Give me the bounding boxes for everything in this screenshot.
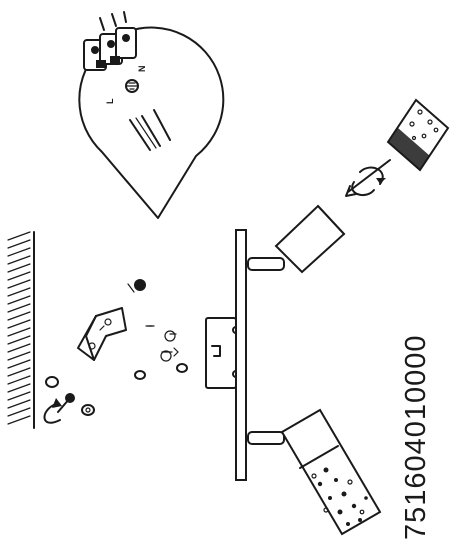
terminal-label-neutral: N <box>137 66 147 73</box>
spotlight-top <box>247 204 346 274</box>
wall-hatching <box>7 231 35 429</box>
wall-plugs-and-screws <box>43 279 188 424</box>
base-bar <box>235 229 247 481</box>
terminal-magnifier: L N <box>78 11 225 219</box>
mounting-bracket <box>77 307 127 361</box>
terminal-label-live: L <box>105 98 115 104</box>
spotlight-bottom <box>247 408 382 536</box>
terminal-block <box>83 11 137 71</box>
detached-shade <box>386 98 450 172</box>
rotate-arrow-icon <box>345 159 391 197</box>
product-code: 751604010000 <box>400 334 432 540</box>
ceiling-canopy <box>205 317 240 389</box>
